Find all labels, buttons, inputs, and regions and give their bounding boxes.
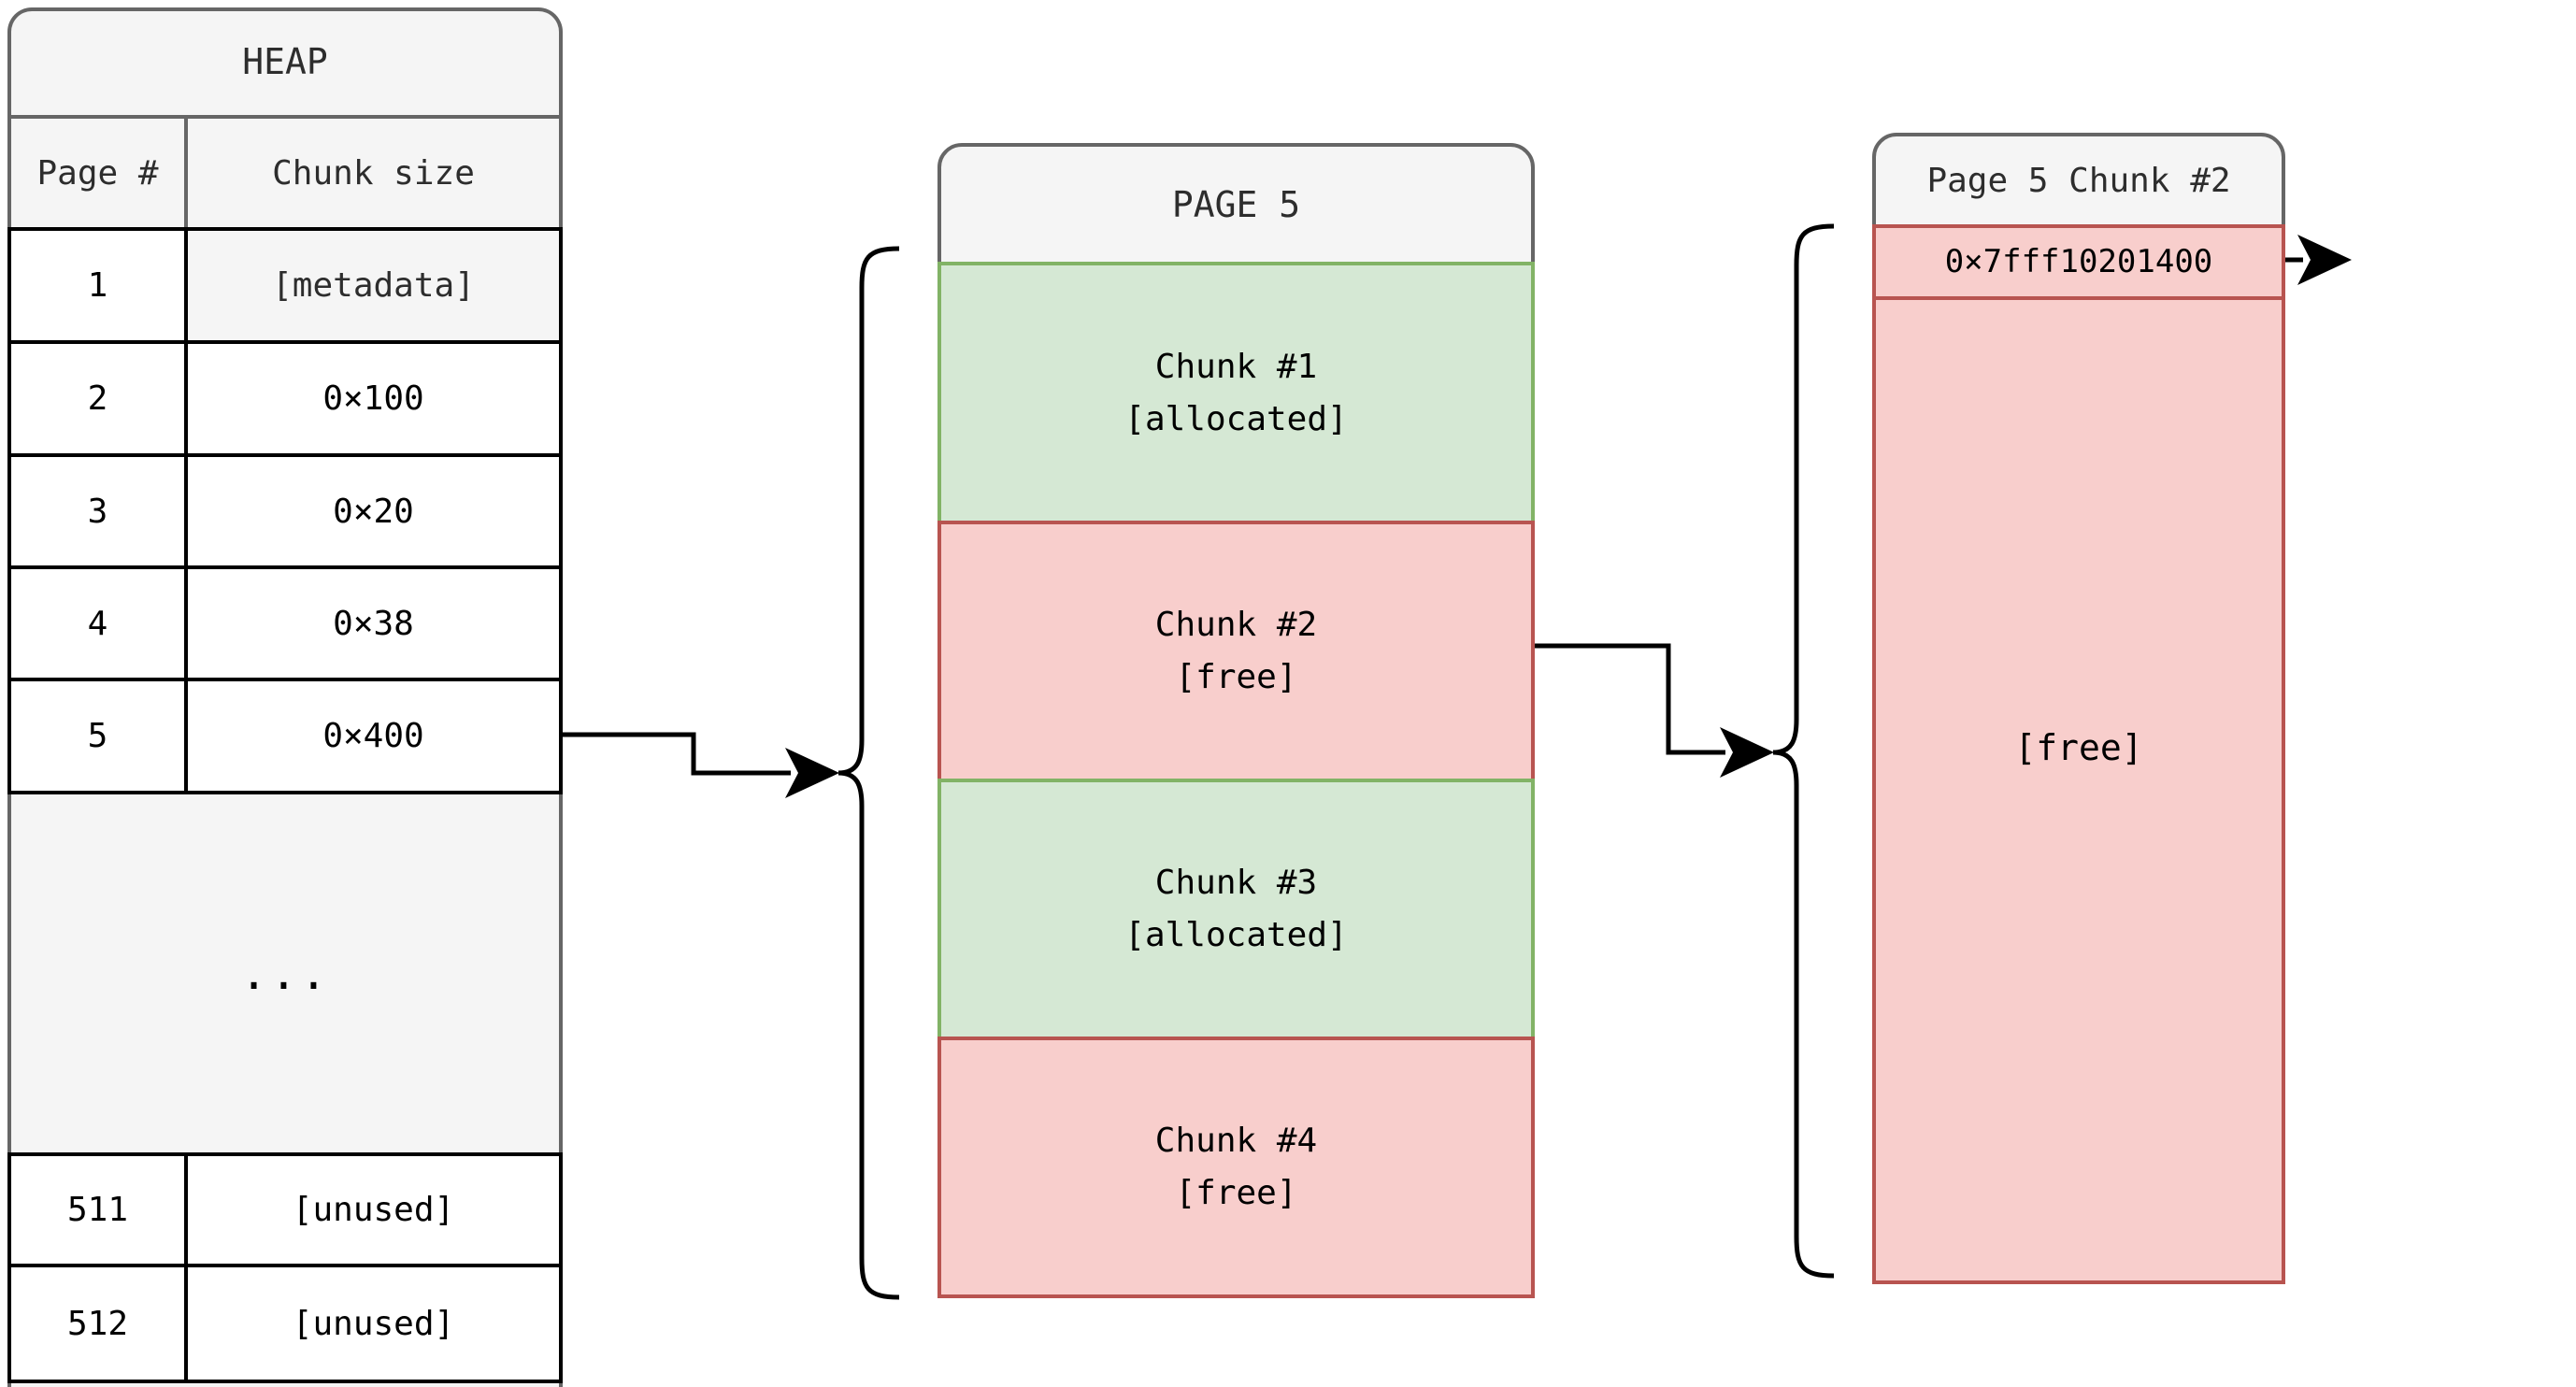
brace-chunk-detail bbox=[1772, 223, 1835, 1279]
heap-row-page: 512 bbox=[7, 1264, 188, 1383]
arrow-chunk2-to-detail bbox=[1535, 643, 1725, 755]
chunk-status: [free] bbox=[1175, 658, 1297, 696]
chunk-detail-address: 0×7fff10201400 bbox=[1872, 224, 2285, 300]
heap-row-page: 1 bbox=[7, 227, 188, 344]
heap-row-page: 3 bbox=[7, 453, 188, 569]
heap-table-title: HEAP bbox=[11, 7, 559, 119]
page5-chunk-4: Chunk #4 [free] bbox=[937, 1037, 1535, 1298]
arrowhead-chunk2-to-detail bbox=[1720, 727, 1774, 778]
chunk-status: [allocated] bbox=[1124, 916, 1348, 954]
brace-page5 bbox=[837, 246, 900, 1300]
heap-row-size: 0×38 bbox=[184, 565, 563, 681]
chunk-detail-header: Page 5 Chunk #2 bbox=[1872, 133, 2285, 228]
heap-row-page: 5 bbox=[7, 678, 188, 794]
page5-chunk-2: Chunk #2 [free] bbox=[937, 521, 1535, 782]
chunk-detail-free-area: [free] bbox=[1872, 296, 2285, 1284]
heap-ellipsis: ... bbox=[240, 947, 330, 1000]
arrowhead-address-out bbox=[2297, 235, 2352, 285]
arrow-heap-to-page5 bbox=[563, 732, 791, 776]
heap-column-header-chunk-size: Chunk size bbox=[184, 115, 563, 231]
heap-row-size: 0×20 bbox=[184, 453, 563, 569]
heap-row-size: 0×100 bbox=[184, 340, 563, 457]
heap-row-size: [unused] bbox=[184, 1264, 563, 1383]
chunk-name: Chunk #2 bbox=[1154, 606, 1318, 645]
heap-row-size: [metadata] bbox=[184, 227, 563, 344]
chunk-name: Chunk #4 bbox=[1154, 1122, 1318, 1161]
heap-row-size: [unused] bbox=[184, 1152, 563, 1267]
page5-chunk-1: Chunk #1 [allocated] bbox=[937, 262, 1535, 524]
heap-row-page: 511 bbox=[7, 1152, 188, 1267]
heap-row-size: 0×400 bbox=[184, 678, 563, 794]
chunk-name: Chunk #3 bbox=[1154, 864, 1318, 903]
chunk-status: [free] bbox=[1175, 1174, 1297, 1212]
page5-header: PAGE 5 bbox=[937, 143, 1535, 265]
heap-row-page: 4 bbox=[7, 565, 188, 681]
page5-chunk-3: Chunk #3 [allocated] bbox=[937, 779, 1535, 1040]
chunk-status: [allocated] bbox=[1124, 399, 1348, 438]
chunk-name: Chunk #1 bbox=[1154, 347, 1318, 386]
heap-row-page: 2 bbox=[7, 340, 188, 457]
heap-column-header-page: Page # bbox=[7, 115, 188, 231]
arrowhead-heap-to-page5 bbox=[785, 748, 839, 798]
